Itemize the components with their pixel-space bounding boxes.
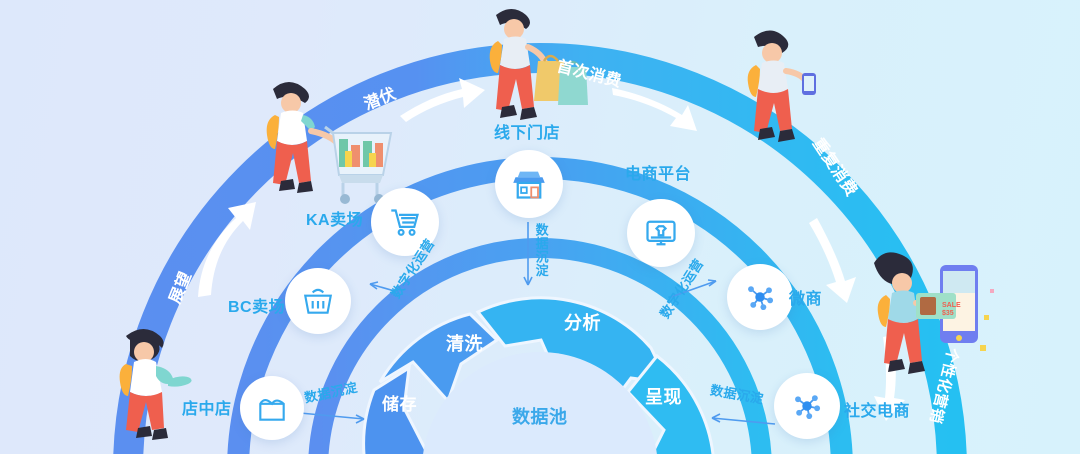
channel-icon-ecommerce-platform[interactable] [627, 199, 695, 267]
shopping-bags-illustration [534, 54, 588, 105]
channel-icon-bc-market[interactable] [285, 268, 351, 334]
channel-icon-social-ecommerce[interactable] [774, 373, 840, 439]
arrow-digital-ops-right [670, 280, 717, 298]
data-pool-core [423, 352, 657, 454]
sale-phone-card: SALE $35 [916, 265, 994, 351]
svg-text:$35: $35 [942, 310, 954, 317]
arrow-repeat-purchase [809, 218, 856, 303]
shopping-basket-icon [303, 288, 333, 314]
channel-label-bc-market: BC卖场 [228, 299, 286, 316]
pool-segment-present [626, 353, 715, 454]
network-nodes-icon [748, 286, 774, 311]
person-bags [489, 9, 588, 120]
channel-icon-ka-market[interactable] [371, 188, 439, 256]
arrow-digital-ops-left [369, 283, 413, 297]
channel-label-ecommerce-platform: 电商平台 [625, 166, 692, 183]
inner-channel-arc [308, 238, 772, 454]
journey-arrows [198, 78, 905, 421]
monitor-shirt-icon [646, 220, 676, 246]
channel-icon-offline-store[interactable] [495, 150, 563, 218]
pool-segment-clean [378, 312, 500, 404]
channel-label-store-in-store: 店中店 [182, 401, 232, 418]
shopping-cart-icon [390, 208, 419, 236]
person-phone [747, 30, 816, 142]
data-pool-center-label: 数据池 [512, 407, 568, 427]
pool-label-analyze: 分析 [564, 313, 601, 333]
arrow-outlook [198, 202, 256, 297]
arrow-data-deposit-right [711, 417, 776, 425]
arrow-first-purchase [612, 88, 697, 131]
channel-icon-micro-business[interactable] [727, 264, 793, 330]
pool-label-present: 呈现 [645, 387, 682, 407]
channel-label-offline-store: 线下门店 [494, 125, 561, 142]
arrow-data-deposit-left [299, 412, 365, 420]
arrow-latent [400, 78, 485, 122]
storefront-awning-icon [259, 398, 285, 421]
person-sale: SALE $35 [874, 252, 994, 374]
network-nodes-icon [795, 395, 821, 420]
arrow-personalized [874, 335, 905, 421]
svg-text:SALE: SALE [942, 302, 961, 309]
data-flow-arrows [299, 222, 776, 425]
flow-label-data-deposit-center: 数据沉淀 [533, 223, 549, 277]
pool-segment-store [362, 365, 430, 454]
shopping-cart-illustration [324, 125, 393, 204]
pool-label-clean: 清洗 [446, 334, 483, 354]
pool-label-store: 储存 [382, 395, 417, 414]
person-cart [266, 82, 393, 204]
data-pool-ring [362, 296, 715, 454]
storefront-icon [513, 171, 545, 199]
person-browsing [119, 329, 192, 440]
channel-label-micro-business: 微商 [789, 291, 823, 308]
channel-label-social-ecommerce: 社交电商 [844, 403, 911, 420]
channel-icon-store-in-store[interactable] [240, 376, 304, 440]
channel-label-ka-market: KA卖场 [306, 212, 364, 229]
